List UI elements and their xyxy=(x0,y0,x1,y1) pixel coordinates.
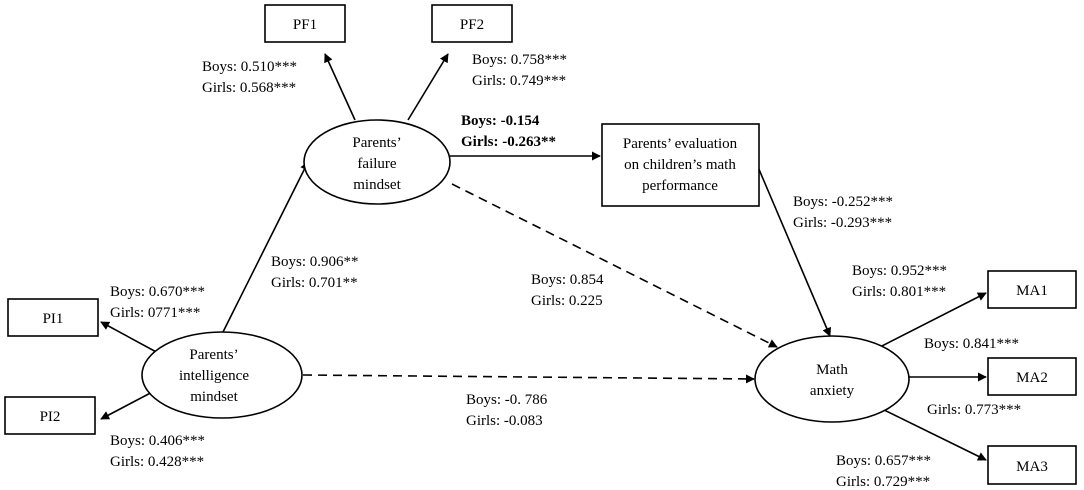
node-pi2-box xyxy=(4,396,96,435)
node-ma1-label: MA1 xyxy=(1016,283,1048,299)
arrow-intelligence-to-pi1 xyxy=(100,321,161,355)
arrows xyxy=(100,53,987,461)
node-evaluation-line3: performance xyxy=(642,178,718,194)
arrow-anxiety-to-ma3 xyxy=(879,407,987,461)
label-pf1-girls: Girls: 0.568*** xyxy=(202,80,296,96)
arrow-evaluation-to-anxiety xyxy=(757,166,831,337)
node-intelligence-line1: Parents’ xyxy=(189,347,238,363)
label-ma3: Boys: 0.657*** Girls: 0.729*** xyxy=(836,453,931,490)
label-ma1: Boys: 0.952*** Girls: 0.801*** xyxy=(852,263,947,300)
node-intelligence-ellipse xyxy=(141,331,303,419)
label-fail-anx-boys: Boys: 0.854 xyxy=(531,272,604,288)
label-fail-eval-girls: Girls: -0.263** xyxy=(461,134,556,150)
label-ma2-boys: Boys: 0.841*** xyxy=(924,336,1019,352)
node-pi1-box xyxy=(7,298,99,337)
arrow-intelligence-to-failure xyxy=(221,161,309,335)
label-pi1: Boys: 0.670*** Girls: 0771*** xyxy=(110,284,205,321)
node-failure-line3: mindset xyxy=(353,177,401,193)
node-math-anxiety: Math anxiety xyxy=(754,335,910,423)
node-failure-line1: Parents’ xyxy=(352,135,401,151)
node-ma1: MA1 xyxy=(987,270,1077,309)
label-int-anx-girls: Girls: -0.083 xyxy=(466,413,543,429)
node-intelligence-line2: intelligence xyxy=(179,368,249,384)
node-ma1-box xyxy=(987,270,1077,309)
label-int-anx-boys: Boys: -0. 786 xyxy=(466,392,548,408)
label-ma2-girls: Girls: 0.773*** xyxy=(927,402,1021,418)
label-pi1-boys: Boys: 0.670*** xyxy=(110,284,205,300)
node-pf1-label: PF1 xyxy=(293,17,317,33)
label-eval-anx-boys: Boys: -0.252*** xyxy=(793,194,893,210)
node-ma3-label: MA3 xyxy=(1016,459,1048,475)
label-pi2-boys: Boys: 0.406*** xyxy=(110,433,205,449)
node-ma3: MA3 xyxy=(987,445,1077,485)
label-pf1: Boys: 0.510*** Girls: 0.568*** xyxy=(202,59,297,96)
label-ma1-girls: Girls: 0.801*** xyxy=(852,284,946,300)
label-pf2: Boys: 0.758*** Girls: 0.749*** xyxy=(472,52,567,89)
label-int-fail-girls: Girls: 0.701** xyxy=(271,275,358,291)
label-failure-evaluation: Boys: -0.154 Girls: -0.263** xyxy=(461,113,556,150)
node-evaluation-line2: on children’s math xyxy=(624,157,736,173)
node-ma2-label: MA2 xyxy=(1016,370,1048,386)
label-fail-eval-boys: Boys: -0.154 xyxy=(461,113,540,129)
arrow-failure-to-pf1 xyxy=(324,53,356,121)
arrow-intelligence-to-anxiety xyxy=(302,374,755,384)
node-failure-ellipse xyxy=(303,119,451,205)
node-pi2: PI2 xyxy=(4,396,96,435)
label-ma2: Boys: 0.841*** Girls: 0.773*** xyxy=(924,336,1021,418)
node-evaluation: Parents’ evaluation on children’s math p… xyxy=(601,123,760,207)
label-int-fail-boys: Boys: 0.906** xyxy=(271,254,359,270)
label-fail-anx-girls: Girls: 0.225 xyxy=(531,293,603,309)
label-ma1-boys: Boys: 0.952*** xyxy=(852,263,947,279)
node-evaluation-box xyxy=(601,123,760,207)
label-intelligence-failure: Boys: 0.906** Girls: 0.701** xyxy=(271,254,359,291)
label-pf1-boys: Boys: 0.510*** xyxy=(202,59,297,75)
node-pf2-box xyxy=(431,4,513,43)
label-pi1-girls: Girls: 0771*** xyxy=(110,305,200,321)
node-anxiety-line1: Math xyxy=(816,362,848,378)
label-intelligence-anxiety: Boys: -0. 786 Girls: -0.083 xyxy=(466,392,548,429)
arrow-failure-to-anxiety xyxy=(451,183,778,348)
node-failure-line2: failure xyxy=(357,156,396,172)
node-ma3-box xyxy=(987,445,1077,485)
node-intelligence-line3: mindset xyxy=(190,389,238,405)
node-pf1: PF1 xyxy=(264,4,346,43)
node-ma2-box xyxy=(987,357,1077,396)
node-anxiety-line2: anxiety xyxy=(810,383,855,399)
node-intelligence-mindset: Parents’ intelligence mindset xyxy=(141,331,303,419)
node-pf2-label: PF2 xyxy=(460,17,484,33)
node-pf1-box xyxy=(264,4,346,43)
label-pf2-boys: Boys: 0.758*** xyxy=(472,52,567,68)
label-ma3-boys: Boys: 0.657*** xyxy=(836,453,931,469)
arrow-failure-to-pf2 xyxy=(407,53,449,121)
node-anxiety-ellipse xyxy=(754,335,910,423)
node-evaluation-line1: Parents’ evaluation xyxy=(623,136,738,152)
label-eval-anx-girls: Girls: -0.293*** xyxy=(793,215,892,231)
arrow-anxiety-to-ma1 xyxy=(877,292,987,349)
node-pi1-label: PI1 xyxy=(43,311,64,327)
node-ma2: MA2 xyxy=(987,357,1077,396)
label-ma3-girls: Girls: 0.729*** xyxy=(836,474,930,490)
node-failure-mindset: Parents’ failure mindset xyxy=(303,119,451,205)
node-pi2-label: PI2 xyxy=(40,409,61,425)
node-pi1: PI1 xyxy=(7,298,99,337)
label-pi2: Boys: 0.406*** Girls: 0.428*** xyxy=(110,433,205,470)
label-pi2-girls: Girls: 0.428*** xyxy=(110,454,204,470)
label-pf2-girls: Girls: 0.749*** xyxy=(472,73,566,89)
label-evaluation-anxiety: Boys: -0.252*** Girls: -0.293*** xyxy=(793,194,893,231)
node-pf2: PF2 xyxy=(431,4,513,43)
label-failure-anxiety: Boys: 0.854 Girls: 0.225 xyxy=(531,272,604,309)
